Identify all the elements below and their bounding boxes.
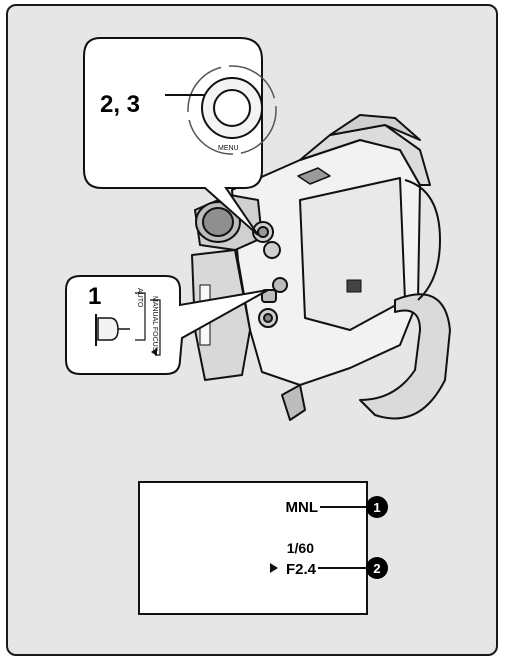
switch-label-manual-focus: MANUAL FOCUS <box>151 296 158 352</box>
switch-label-auto: AUTO <box>136 288 143 308</box>
camcorder <box>191 114 451 421</box>
focus-mode-indicator: MNL <box>286 499 319 516</box>
menu-button-text: MENU <box>218 145 239 152</box>
shutter-speed: 1/60 <box>287 540 314 556</box>
steps-2-3-label: 2, 3 <box>100 91 140 118</box>
step-1-label: 1 <box>88 283 101 310</box>
focus-callout <box>65 275 269 375</box>
menu-callout <box>83 37 277 236</box>
marker-2-icon <box>366 557 388 579</box>
aperture-pointer-icon <box>270 563 278 573</box>
aperture-value: F2.4 <box>286 561 317 578</box>
marker-1-number: 1 <box>373 500 380 515</box>
marker-1-icon <box>366 496 388 518</box>
marker-2-number: 2 <box>373 561 380 576</box>
lcd-screen <box>138 481 368 615</box>
